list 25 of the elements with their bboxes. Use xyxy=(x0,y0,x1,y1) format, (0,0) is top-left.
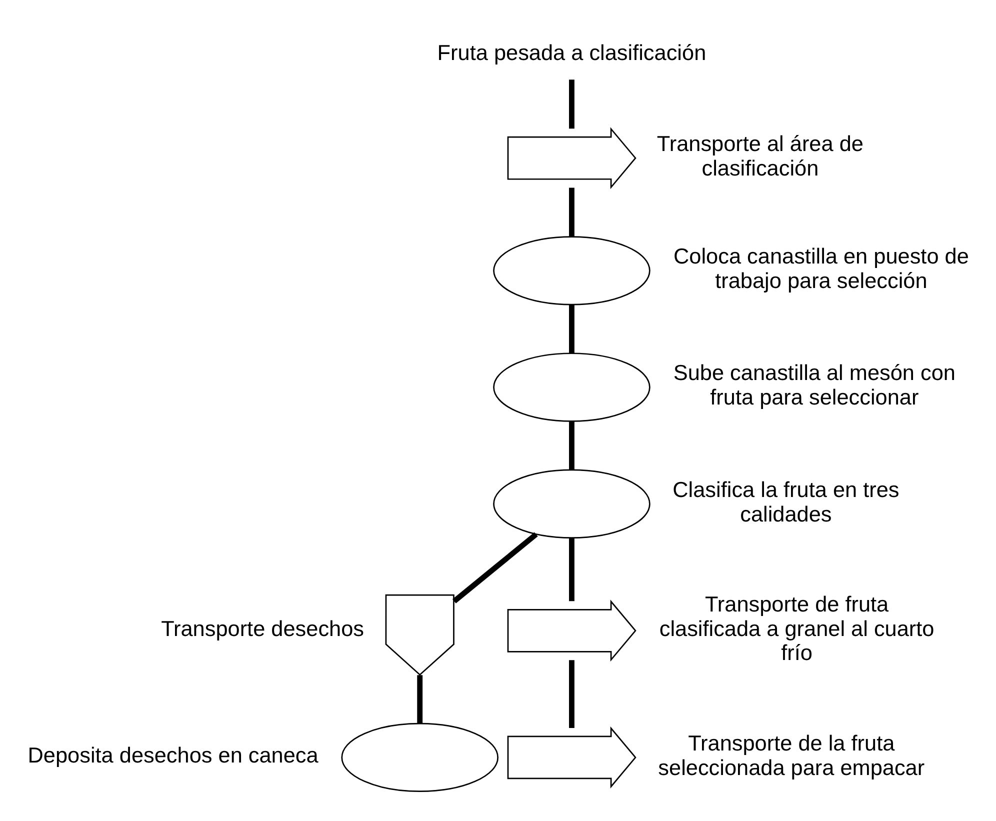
node-ellipse xyxy=(340,722,498,792)
node-ellipse xyxy=(492,352,650,422)
node-label: Coloca canastilla en puesto de trabajo para selección xyxy=(673,243,968,293)
node-arrow xyxy=(506,726,636,788)
node-arrow xyxy=(506,126,636,189)
node-text: Fruta pesada a clasificación xyxy=(436,40,706,65)
connector xyxy=(416,674,422,723)
connector xyxy=(452,532,538,603)
connector xyxy=(568,79,574,128)
connector xyxy=(568,660,574,728)
node-label: Clasifica la fruta en tres calidades xyxy=(672,476,899,526)
connector xyxy=(568,421,574,470)
node-ellipse xyxy=(492,468,650,538)
node-label: Transporte desechos xyxy=(160,615,364,640)
node-label: Transporte de fruta clasificada a granel al cuarto frío xyxy=(658,590,934,665)
node-label: Deposita desechos en caneca xyxy=(27,742,318,768)
node-label: Sube canastilla al mesón con fruta para seleccionar xyxy=(672,360,955,410)
node-ellipse xyxy=(492,236,650,305)
connector xyxy=(568,187,574,236)
node-arrow xyxy=(506,599,636,662)
connector xyxy=(568,304,574,353)
node-label: Transporte de la fruta seleccionada para empacar xyxy=(658,730,924,780)
node-arrow xyxy=(384,594,454,676)
connector xyxy=(568,537,574,601)
node-label: Transporte al área de clasificación xyxy=(656,130,863,180)
